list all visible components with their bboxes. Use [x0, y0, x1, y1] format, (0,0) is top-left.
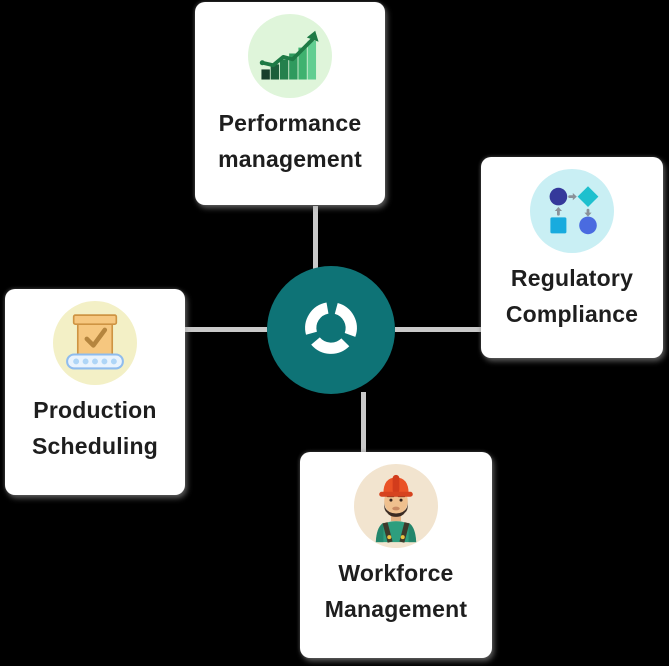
- worker-icon: [354, 464, 438, 548]
- card-title-line2: management: [218, 146, 362, 172]
- connector-top: [313, 206, 318, 270]
- conveyor-box-icon: [53, 301, 137, 385]
- central-process-hub: [267, 266, 395, 394]
- card-title-line2: Compliance: [505, 301, 639, 327]
- card-title-line1: Regulatory: [510, 265, 634, 291]
- card-performance-management: Performance management: [195, 2, 385, 205]
- card-title-line1: Production: [33, 397, 157, 423]
- card-regulatory-compliance: Regulatory Compliance: [481, 157, 663, 358]
- cycle-swirl-icon: [283, 280, 379, 381]
- card-production-scheduling: Production Scheduling: [5, 289, 185, 495]
- card-workforce-management: Workforce Management: [300, 452, 492, 658]
- card-title: Workforce Management: [325, 555, 468, 627]
- growth-chart-icon: [248, 14, 332, 98]
- connector-left: [185, 327, 267, 332]
- card-title-line1: Workforce: [338, 560, 454, 586]
- connector-bottom: [361, 392, 366, 453]
- card-title: Regulatory Compliance: [506, 260, 638, 332]
- card-title: Production Scheduling: [32, 392, 158, 464]
- flowchart-icon: [530, 169, 614, 253]
- connector-right: [395, 327, 481, 332]
- card-title: Performance management: [218, 105, 362, 177]
- card-title-line2: Scheduling: [32, 433, 158, 459]
- card-title-line2: Management: [324, 596, 468, 622]
- card-title-line1: Performance: [218, 110, 362, 136]
